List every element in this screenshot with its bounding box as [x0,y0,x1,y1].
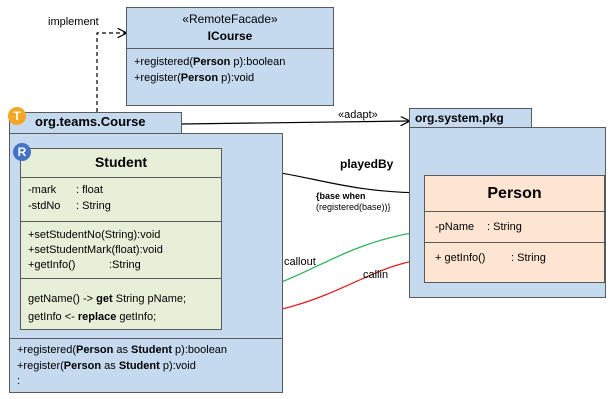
icourse-op-register: +register(Person p):void [134,72,255,84]
person-divider-1 [425,211,604,212]
team-badge-icon: T [8,107,26,125]
student-divider-2 [21,221,221,222]
team-divider [10,338,282,339]
guard-label: {base when (registered(base))} [316,191,391,213]
guard-line-2: (registered(base))} [316,202,391,212]
adapt-label: «adapt» [338,109,378,121]
adapt-arrow [181,121,409,124]
person-name: Person [487,185,542,202]
person-divider-2 [425,242,604,243]
student-box[interactable]: Student -mark: float -stdNo: String +set… [20,148,222,330]
role-badge-icon: R [13,143,31,161]
implement-arrow [96,33,126,112]
pkg-tab[interactable]: org.system.pkg [409,108,532,128]
icourse-divider [127,48,333,49]
guard-line-1: {base when [316,191,366,201]
team-op-ellipsis: : [17,375,21,387]
binding-getinfo: getInfo <- replace getInfo; [28,311,157,323]
playedby-label: playedBy [340,157,394,171]
student-op-setstudentno: +setStudentNo(String):void [28,229,161,241]
team-name: org.teams.Course [35,114,146,129]
person-box[interactable]: Person -pName: String + getInfo(): Strin… [424,175,605,283]
icourse-stereotype: «RemoteFacade» [182,12,278,26]
student-divider-3 [21,278,221,279]
student-op-setstudentmark: +setStudentMark(float):void [28,244,163,256]
student-name: Student [94,154,148,170]
student-op-getinfo: +getInfo():String [28,259,141,271]
team-op-register: +register(Person as Student p):void [17,360,196,372]
icourse-box[interactable]: «RemoteFacade» ICourse +registered(Perso… [126,7,334,106]
student-attr-stdno: -stdNo: String [28,200,111,212]
icourse-op-registered: +registered(Person p):boolean [134,56,286,68]
team-tab[interactable]: org.teams.Course [9,112,182,134]
person-op-getinfo: + getInfo(): String [435,252,546,264]
binding-getname: getName() -> get String pName; [28,293,187,305]
person-attr-pname: -pName: String [435,221,522,233]
implement-label: implement [48,16,99,28]
team-op-registered: +registered(Person as Student p):boolean [17,344,228,356]
icourse-name: ICourse [207,29,253,43]
callout-label: callout [284,256,316,268]
student-divider-1 [21,177,221,178]
student-attr-mark: -mark: float [28,184,103,196]
pkg-name: org.system.pkg [415,111,504,125]
callin-label: callin [363,269,389,281]
